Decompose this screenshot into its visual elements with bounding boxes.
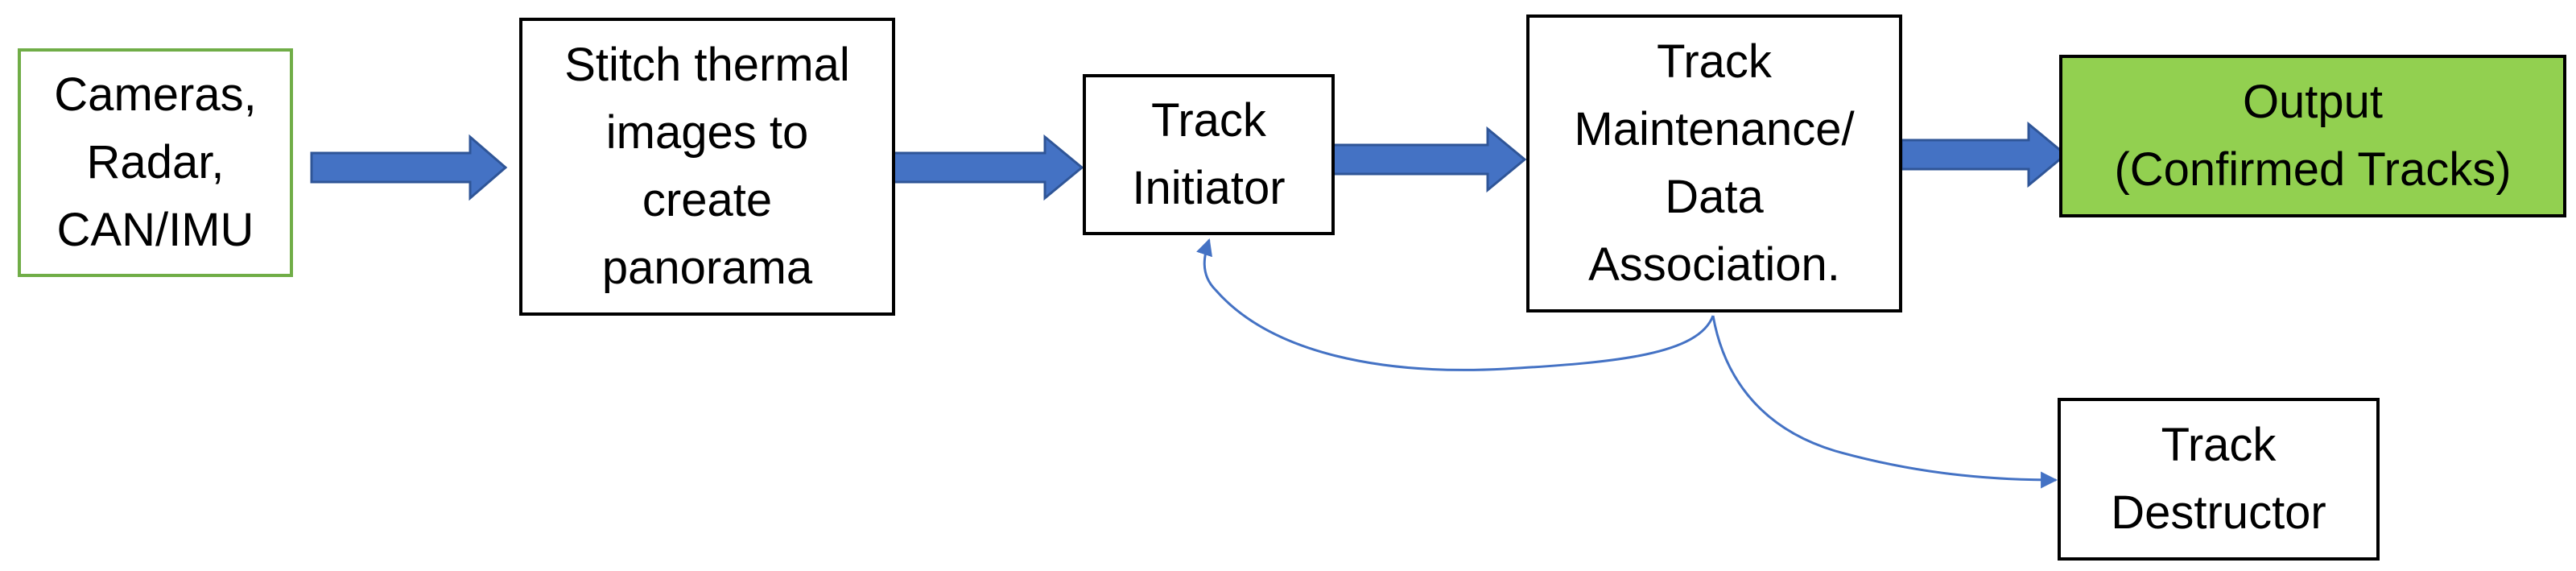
feedback-connector-to-initiator [1196,238,1715,371]
connector-to-destructor [1711,315,2058,489]
inputs-label: Cameras, Radar, CAN/IMU [54,68,257,256]
stitch-label: Stitch thermal images to create panorama [564,39,850,294]
output-box: Output (Confirmed Tracks) [2059,55,2566,217]
block-arrow-initiator-to-maintenance [1331,126,1527,193]
block-arrow-maintenance-to-output [1900,121,2068,188]
track-initiator-label: Track Initiator [1132,94,1286,214]
block-arrow-stitch-to-initiator [892,134,1084,201]
output-label: Output (Confirmed Tracks) [2114,76,2512,196]
stitch-box: Stitch thermal images to create panorama [519,18,895,316]
track-destructor-label: Track Destructor [2111,419,2326,539]
block-arrow-inputs-to-stitch [310,134,508,201]
track-maintenance-box: Track Maintenance/ Data Association. [1526,14,1902,312]
inputs-box: Cameras, Radar, CAN/IMU [18,48,293,277]
track-destructor-box: Track Destructor [2058,398,2380,561]
track-maintenance-label: Track Maintenance/ Data Association. [1574,35,1855,291]
track-initiator-box: Track Initiator [1083,74,1335,235]
